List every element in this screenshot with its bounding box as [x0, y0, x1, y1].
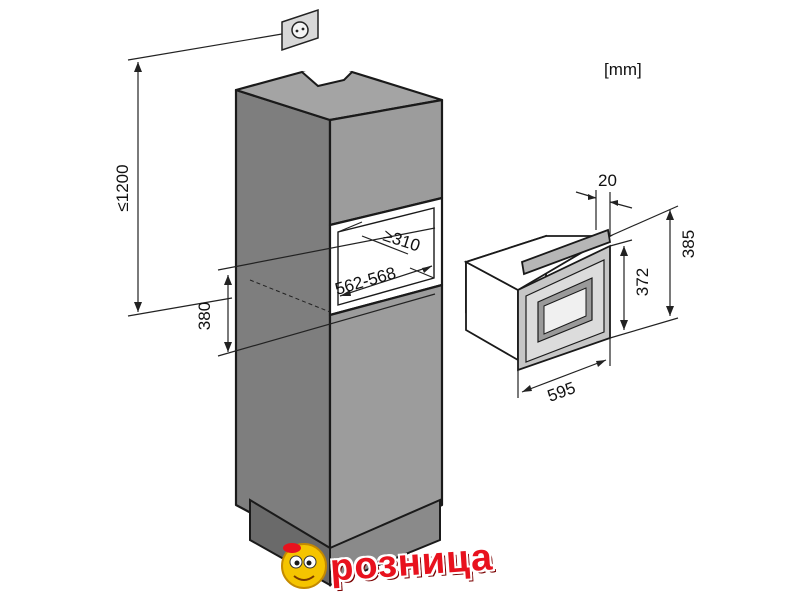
tall-cabinet — [234, 70, 444, 587]
built-in-oven — [463, 228, 614, 372]
niche-height-label: 380 — [195, 302, 214, 330]
niche-dimension-lines — [217, 227, 436, 357]
appliance-dimension-lines — [517, 190, 679, 398]
units-label: [mm] — [604, 60, 642, 79]
logo-mascot-icon — [281, 543, 327, 589]
total-height-label: 385 — [679, 230, 698, 258]
height-dimension-line — [127, 33, 283, 317]
appliance-width-label: 595 — [545, 378, 578, 406]
socket-icon — [281, 8, 319, 52]
max-height-label: ≤1200 — [113, 164, 132, 211]
front-depth-label: 20 — [598, 171, 617, 190]
front-height-label: 372 — [633, 268, 652, 296]
